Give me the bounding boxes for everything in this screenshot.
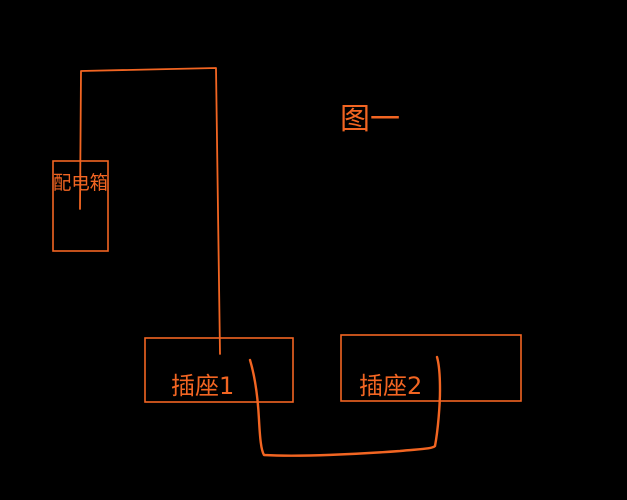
socket-1-box (144, 337, 294, 403)
socket-1-label: 插座1 (171, 372, 234, 400)
socket-2-label: 插座2 (359, 372, 422, 400)
wire-box-to-socket-1 (79, 67, 221, 355)
wire-socket-1-to-socket-2 (248, 355, 442, 457)
figure-label: 图一 (340, 102, 400, 137)
socket-2-box (340, 334, 522, 402)
